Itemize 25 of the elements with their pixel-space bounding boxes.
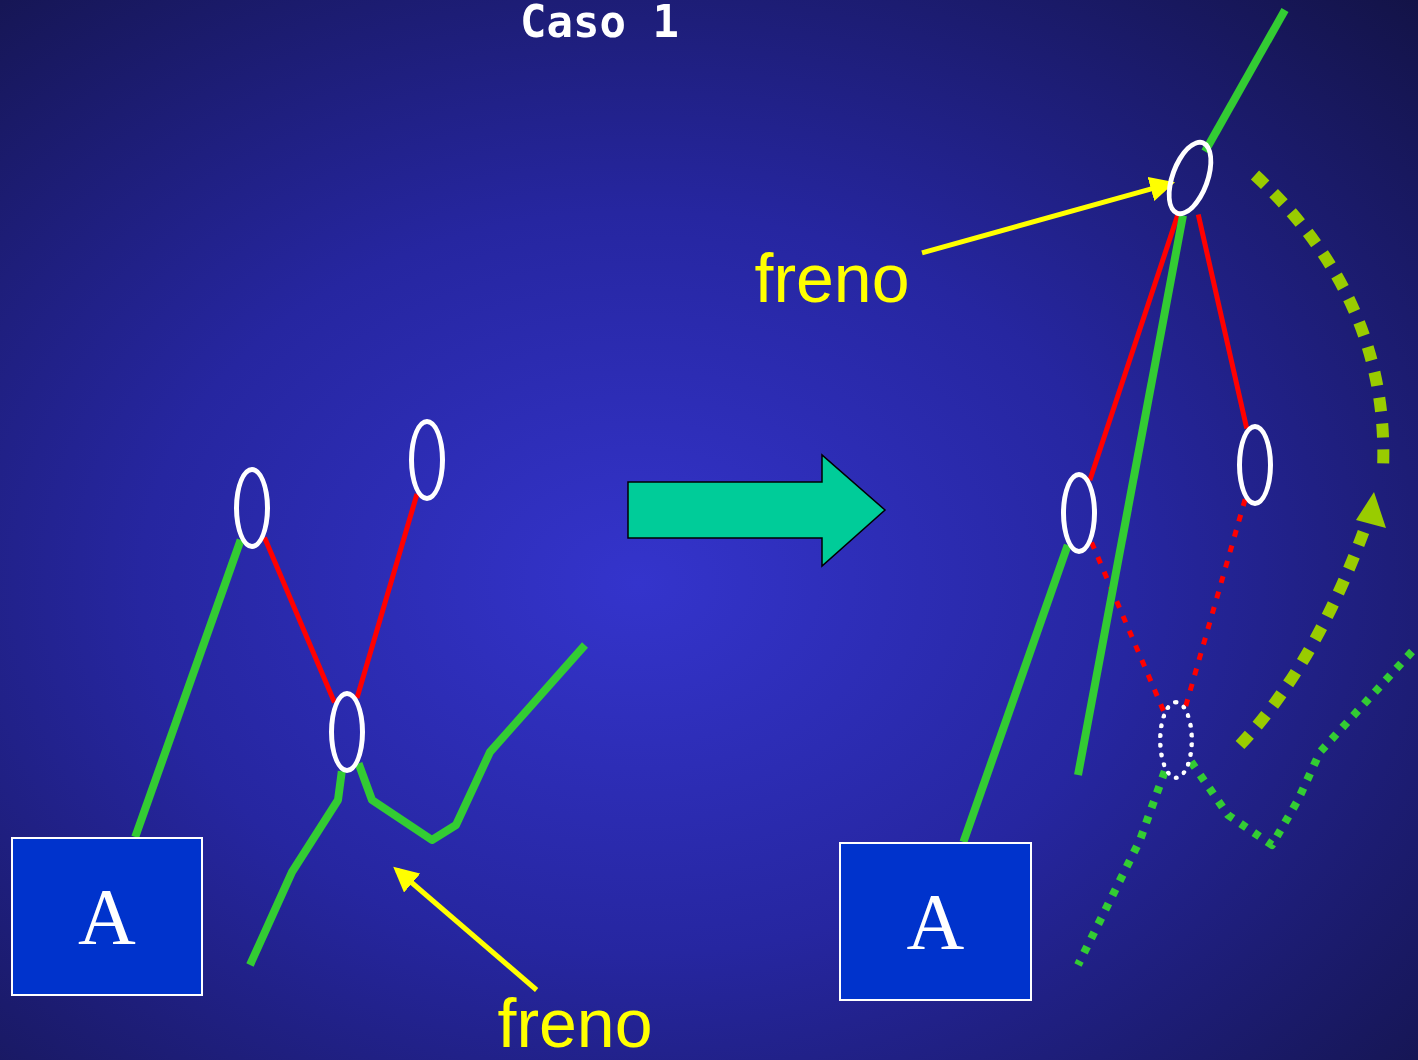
text-label: freno — [742, 245, 922, 311]
line — [1195, 213, 1250, 430]
ellipse — [329, 691, 365, 773]
line — [354, 642, 588, 844]
ellipse — [1061, 472, 1097, 554]
arrow — [921, 176, 1175, 256]
title: Caso 1 — [520, 0, 679, 44]
line — [262, 536, 337, 704]
label-box: A — [839, 842, 1032, 1001]
line — [246, 770, 346, 967]
arrow — [393, 866, 539, 992]
dotted-line — [1183, 498, 1248, 707]
dotted-line — [1074, 769, 1169, 967]
line — [354, 493, 420, 699]
line — [1074, 214, 1187, 776]
text-label: freno — [485, 990, 665, 1056]
dotted-line — [1089, 541, 1166, 712]
line — [959, 543, 1072, 844]
ellipse — [409, 419, 445, 501]
ellipse — [1237, 424, 1273, 506]
label-box: A — [11, 837, 203, 996]
line — [1201, 8, 1289, 154]
dotted-ellipse — [1158, 700, 1194, 780]
line — [131, 538, 245, 839]
ellipse — [234, 467, 270, 549]
